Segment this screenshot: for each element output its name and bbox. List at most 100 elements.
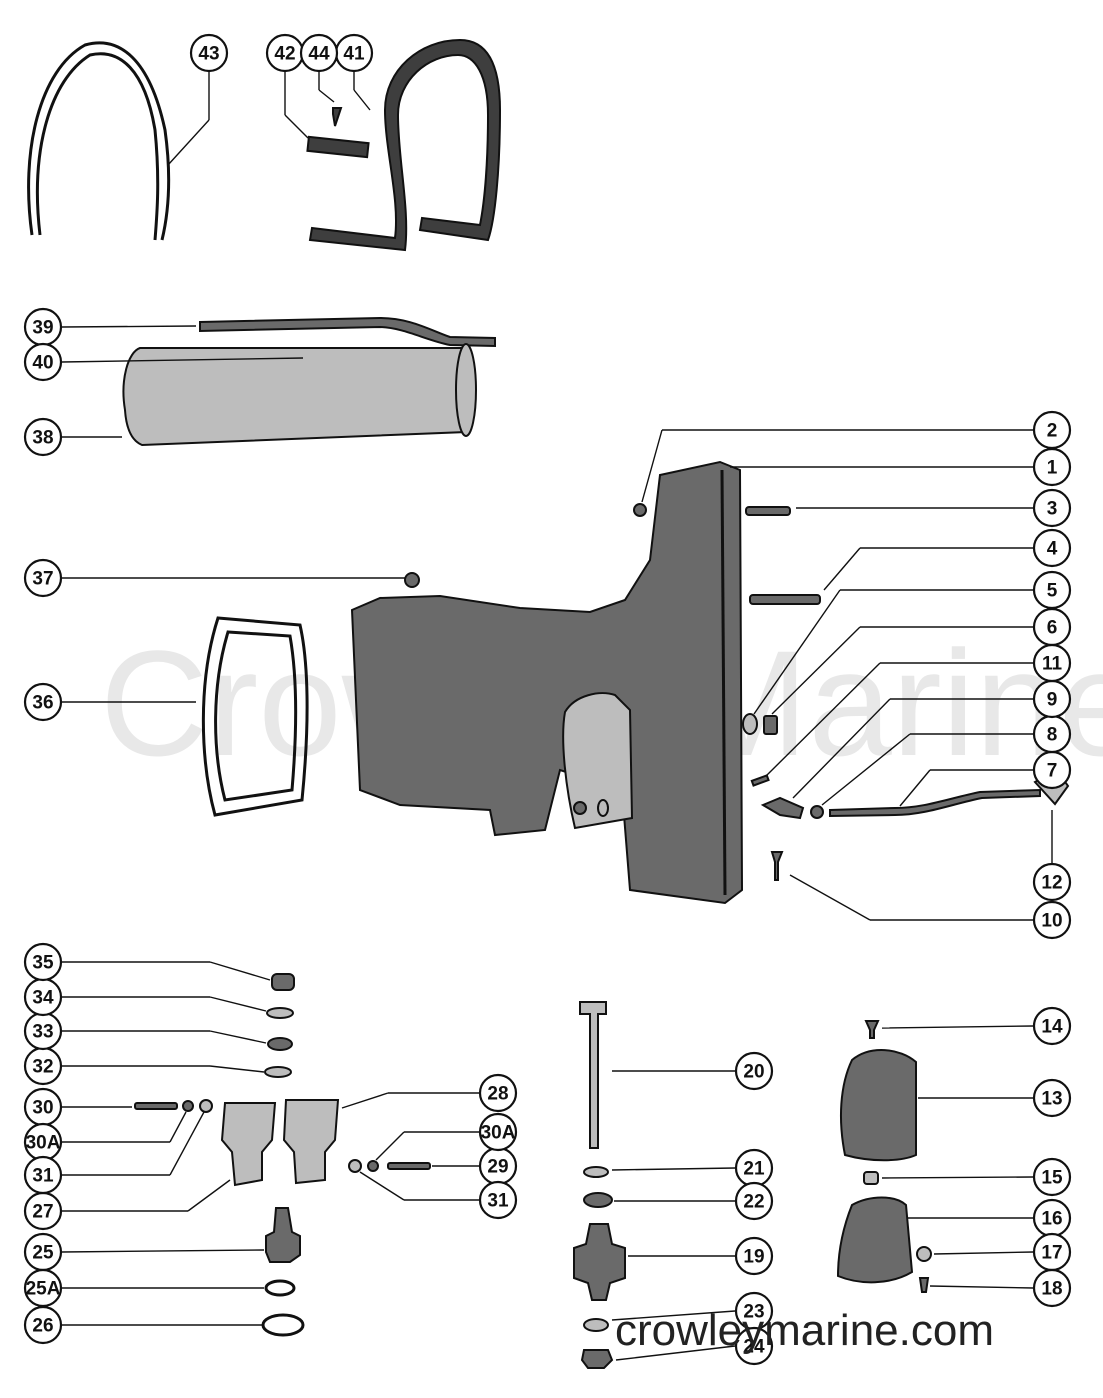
callout-layer: 1234567891011121314151617181920212223242… [23, 33, 1072, 1366]
callout-number: 29 [487, 1157, 508, 1178]
part-32-washer [264, 1066, 292, 1078]
part-25A-o-ring [264, 1279, 296, 1297]
callout-number: 20 [743, 1062, 764, 1083]
part-30-screw [134, 1102, 178, 1110]
part-25-fitting [265, 1207, 301, 1263]
callout-26: 26 [23, 1305, 63, 1345]
callout-5: 5 [1032, 570, 1072, 610]
callout-number: 41 [343, 44, 365, 65]
callout-number: 43 [198, 44, 219, 65]
part-39-rod [199, 316, 496, 348]
callout-19: 19 [734, 1236, 774, 1276]
site-label: crowleymarine.com [615, 1306, 994, 1355]
part-30A-lockwasher-right [367, 1160, 379, 1172]
callout-31: 31 [23, 1155, 63, 1195]
callout-39: 39 [23, 307, 63, 347]
callout-number: 17 [1041, 1243, 1062, 1264]
callout-25: 25 [23, 1232, 63, 1272]
callout-number: 25 [32, 1243, 54, 1264]
callout-8: 8 [1032, 714, 1072, 754]
callout-number: 1 [1047, 458, 1058, 479]
callout-23: 23 [734, 1291, 774, 1331]
part-6-nut [763, 715, 778, 735]
part-15-nut [863, 1171, 879, 1185]
part-37-plug [404, 572, 420, 588]
callout-34: 34 [23, 977, 63, 1017]
part-36-gasket [201, 616, 309, 817]
part-44-screw [332, 107, 343, 127]
callout-number: 14 [1041, 1017, 1063, 1038]
callout-16: 16 [1032, 1198, 1072, 1238]
part-42-strip [306, 135, 370, 159]
callout-number: 23 [743, 1302, 764, 1323]
part-33-seal [267, 1037, 293, 1051]
part-21-washer [583, 1166, 609, 1178]
callout-27: 27 [23, 1191, 63, 1231]
part-28-water-tube-guide-right [282, 1099, 340, 1185]
callout-9: 9 [1032, 679, 1072, 719]
callout-31: 31 [478, 1180, 518, 1220]
callout-number: 15 [1041, 1168, 1063, 1189]
callout-40: 40 [23, 342, 63, 382]
callout-1: 1 [1032, 447, 1072, 487]
part-11-pin [750, 774, 770, 787]
callout-41: 41 [334, 33, 374, 73]
callout-number: 11 [1042, 654, 1063, 675]
callout-17: 17 [1032, 1232, 1072, 1272]
callout-number: 31 [32, 1166, 54, 1187]
callout-33: 33 [23, 1011, 63, 1051]
part-41-loop-seal [308, 38, 502, 252]
callout-number: 30 [32, 1098, 53, 1119]
callout-13: 13 [1032, 1078, 1072, 1118]
callout-number: 28 [487, 1084, 508, 1105]
callout-number: 10 [1041, 911, 1062, 932]
part-9-shift-lever [760, 796, 805, 820]
callout-number: 34 [32, 988, 54, 1009]
callout-number: 3 [1047, 499, 1058, 520]
part-2-nut [633, 503, 647, 517]
callout-number: 22 [743, 1192, 764, 1213]
part-20-bolt [579, 1001, 607, 1149]
callout-30a: 30A [478, 1112, 518, 1152]
callout-number: 30A [26, 1133, 61, 1154]
callout-number: 19 [743, 1247, 764, 1268]
callout-25a: 25A [23, 1268, 63, 1308]
callout-30: 30 [23, 1087, 63, 1127]
callout-37: 37 [23, 558, 63, 598]
callout-number: 7 [1047, 761, 1058, 782]
part-16-mount-plate [836, 1196, 914, 1284]
callout-43: 43 [189, 33, 229, 73]
callout-29: 29 [478, 1146, 518, 1186]
callout-number: 13 [1041, 1089, 1062, 1110]
part-31-washer-right [348, 1159, 362, 1173]
callout-4: 4 [1032, 528, 1072, 568]
callout-22: 22 [734, 1181, 774, 1221]
callout-number: 42 [274, 44, 295, 65]
part-26-seal [261, 1313, 305, 1337]
callout-6: 6 [1032, 607, 1072, 647]
callout-42: 42 [265, 33, 305, 73]
callout-number: 30A [481, 1123, 516, 1144]
part-13-cover [839, 1049, 917, 1162]
callout-number: 9 [1047, 690, 1058, 711]
part-43-seal-strip [27, 41, 171, 241]
leader-lines [61, 72, 1053, 1361]
part-10-screw [770, 851, 784, 881]
callout-2: 2 [1032, 410, 1072, 450]
callout-11: 11 [1032, 643, 1072, 683]
part-24-nut [580, 1349, 614, 1369]
part-23-washer [583, 1318, 609, 1332]
callout-number: 32 [32, 1057, 53, 1078]
part-38-exhaust-tube [122, 343, 477, 447]
callout-3: 3 [1032, 488, 1072, 528]
part-18-screw [918, 1277, 930, 1293]
part-30A-lockwasher [182, 1100, 194, 1112]
part-19-mount [573, 1223, 626, 1301]
callout-14: 14 [1032, 1006, 1072, 1046]
callout-number: 4 [1047, 539, 1058, 560]
part-17-nut [916, 1246, 932, 1262]
callout-44: 44 [299, 33, 339, 73]
part-31-washer-left [199, 1099, 213, 1113]
callout-28: 28 [478, 1073, 518, 1113]
